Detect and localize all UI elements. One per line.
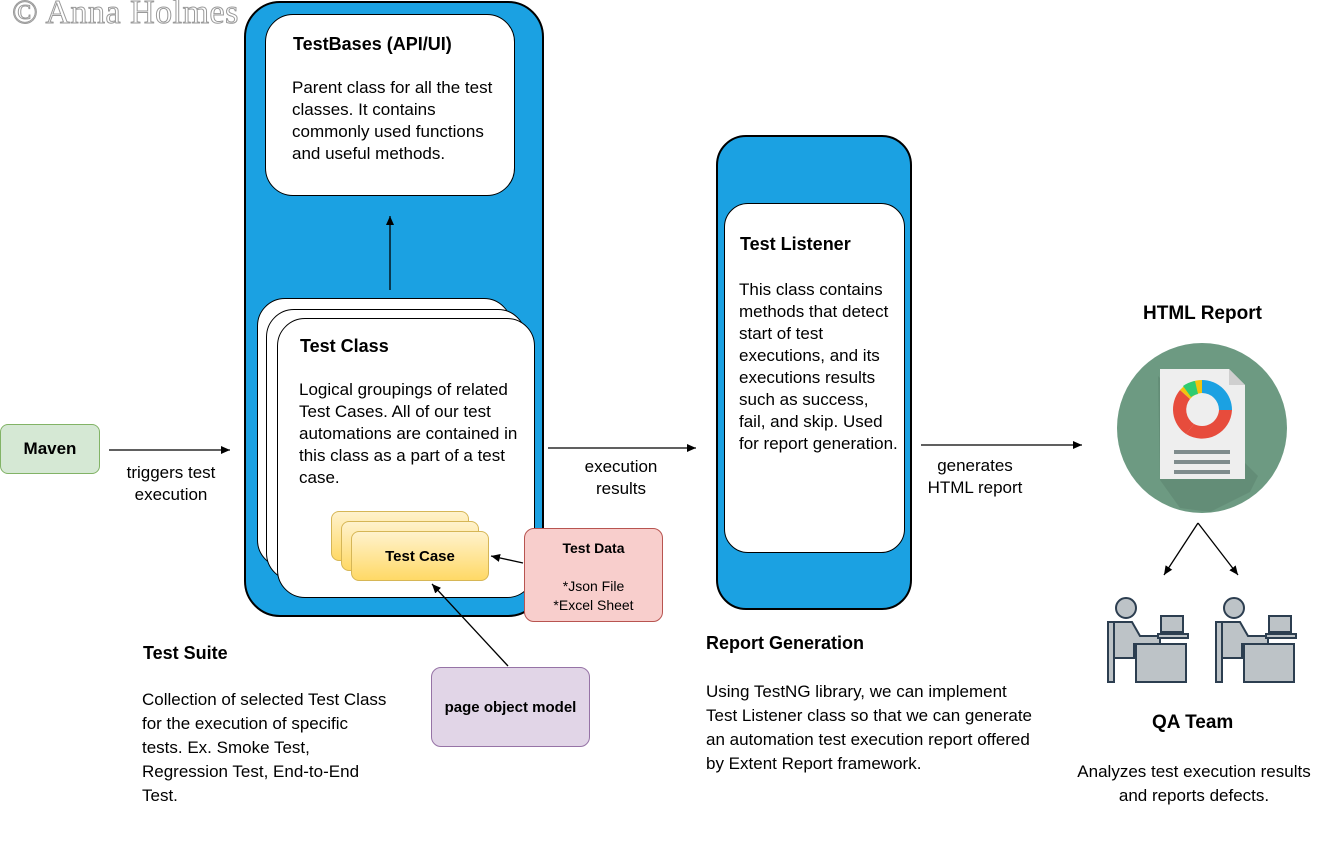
qa-team-title: QA Team xyxy=(1152,712,1234,733)
testbases-card: TestBases (API/UI) Parent class for all … xyxy=(265,14,515,196)
testbases-title: TestBases (API/UI) xyxy=(293,34,452,54)
html-report-title: HTML Report xyxy=(1143,303,1262,324)
pom-to-testcase-arrow xyxy=(431,583,509,667)
test-listener-card: Test Listener This class contains method… xyxy=(724,203,905,553)
test-listener-title: Test Listener xyxy=(740,234,851,254)
test-data-box: Test Data *Json File *Excel Sheet xyxy=(524,528,663,622)
report-generation-title: Report Generation xyxy=(706,633,865,653)
page-object-model-label: page object model xyxy=(444,698,577,716)
generates-edge-label: generates HTML report xyxy=(927,456,1023,497)
report-document-icon xyxy=(1117,343,1287,513)
test-suite-title: Test Suite xyxy=(143,643,228,663)
qa-person-icon xyxy=(1107,597,1189,683)
report-to-qa-left-arrow xyxy=(1163,522,1199,576)
test-class-description: Logical groupings of related Test Cases.… xyxy=(299,380,518,487)
maven-label: Maven xyxy=(23,439,77,458)
test-data-item: *Excel Sheet xyxy=(553,597,634,613)
test-data-title: Test Data xyxy=(562,540,625,556)
qa-team-description: Analyzes test execution results and repo… xyxy=(1077,762,1311,805)
test-listener-description: This class contains methods that detect … xyxy=(739,280,898,453)
copyright-watermark: © Anna Holmes xyxy=(12,0,239,32)
maven-box: Maven xyxy=(0,424,100,474)
triggers-edge-label: triggers test execution xyxy=(126,463,216,504)
report-generation-description: Using TestNG library, we can implement T… xyxy=(706,682,1033,773)
test-case-card: Test Case xyxy=(351,531,489,581)
test-class-title: Test Class xyxy=(300,336,389,356)
execution-results-edge-label: execution results xyxy=(584,457,658,498)
test-data-item: *Json File xyxy=(562,578,625,594)
test-case-label: Test Case xyxy=(385,547,455,565)
page-object-model-box: page object model xyxy=(431,667,590,747)
testbases-description: Parent class for all the test classes. I… xyxy=(292,78,493,163)
testdata-to-testcase-arrow xyxy=(490,554,524,564)
report-to-qa-right-arrow xyxy=(1197,522,1239,576)
qa-person-icon xyxy=(1215,597,1297,683)
test-suite-description: Collection of selected Test Class for th… xyxy=(142,690,387,805)
